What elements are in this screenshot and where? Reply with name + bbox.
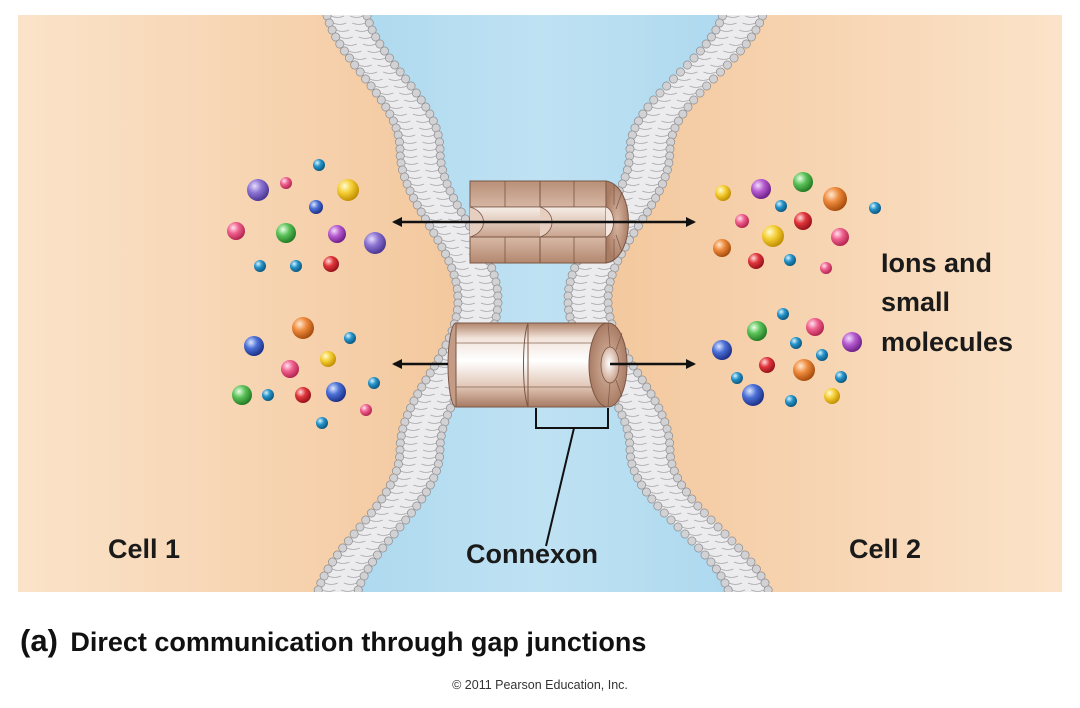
- ion-sphere: [292, 317, 314, 339]
- connexon-upper: [469, 180, 629, 264]
- ion-sphere: [364, 232, 386, 254]
- ion-sphere: [262, 389, 274, 401]
- ions-label-line3: molecules: [881, 327, 1013, 357]
- ion-sphere: [820, 262, 832, 274]
- connexon-label: Connexon: [466, 539, 598, 569]
- ion-sphere: [735, 214, 749, 228]
- cell2-label: Cell 2: [849, 534, 921, 564]
- cell1-label: Cell 1: [108, 534, 180, 564]
- ion-sphere: [320, 351, 336, 367]
- ion-sphere: [309, 200, 323, 214]
- ion-sphere: [731, 372, 743, 384]
- ions-label-line2: small: [881, 287, 950, 317]
- ion-sphere: [316, 417, 328, 429]
- ion-sphere: [869, 202, 881, 214]
- ion-sphere: [326, 382, 346, 402]
- ion-sphere: [368, 377, 380, 389]
- ion-sphere: [842, 332, 862, 352]
- ion-sphere: [793, 359, 815, 381]
- ion-sphere: [360, 404, 372, 416]
- cell1-cytoplasm: [18, 15, 458, 592]
- ion-sphere: [295, 387, 311, 403]
- ion-sphere: [227, 222, 245, 240]
- ion-sphere: [247, 179, 269, 201]
- ion-sphere: [759, 357, 775, 373]
- ion-sphere: [290, 260, 302, 272]
- ion-sphere: [794, 212, 812, 230]
- ion-sphere: [762, 225, 784, 247]
- ion-sphere: [785, 395, 797, 407]
- ions-label-line1: Ions and: [881, 248, 992, 278]
- ion-sphere: [276, 223, 296, 243]
- ion-sphere: [784, 254, 796, 266]
- copyright: © 2011 Pearson Education, Inc.: [452, 678, 628, 692]
- connexon-lower: [447, 322, 628, 408]
- ion-sphere: [244, 336, 264, 356]
- ion-sphere: [313, 159, 325, 171]
- ion-sphere: [824, 388, 840, 404]
- ion-sphere: [748, 253, 764, 269]
- ion-sphere: [712, 340, 732, 360]
- ion-sphere: [747, 321, 767, 341]
- ion-sphere: [254, 260, 266, 272]
- ion-sphere: [823, 187, 847, 211]
- caption: (a) Direct communication through gap jun…: [20, 623, 646, 658]
- ion-sphere: [328, 225, 346, 243]
- ion-sphere: [323, 256, 339, 272]
- ion-spheres: [227, 159, 881, 429]
- caption-letter: (a): [20, 623, 58, 658]
- ion-sphere: [831, 228, 849, 246]
- ion-sphere: [281, 360, 299, 378]
- ion-sphere: [775, 200, 787, 212]
- ion-sphere: [344, 332, 356, 344]
- ion-sphere: [713, 239, 731, 257]
- ion-sphere: [835, 371, 847, 383]
- ion-sphere: [816, 349, 828, 361]
- ion-sphere: [715, 185, 731, 201]
- caption-text: Direct communication through gap junctio…: [70, 627, 646, 657]
- ion-sphere: [790, 337, 802, 349]
- cell2-cytoplasm: [610, 15, 1062, 592]
- ion-sphere: [337, 179, 359, 201]
- ion-sphere: [280, 177, 292, 189]
- ion-sphere: [751, 179, 771, 199]
- ion-sphere: [232, 385, 252, 405]
- ion-sphere: [793, 172, 813, 192]
- arrows: [392, 217, 696, 369]
- ion-sphere: [777, 308, 789, 320]
- connexon-bracket: [535, 408, 609, 547]
- diagram-panel: [18, 15, 1062, 592]
- ion-sphere: [742, 384, 764, 406]
- ion-sphere: [806, 318, 824, 336]
